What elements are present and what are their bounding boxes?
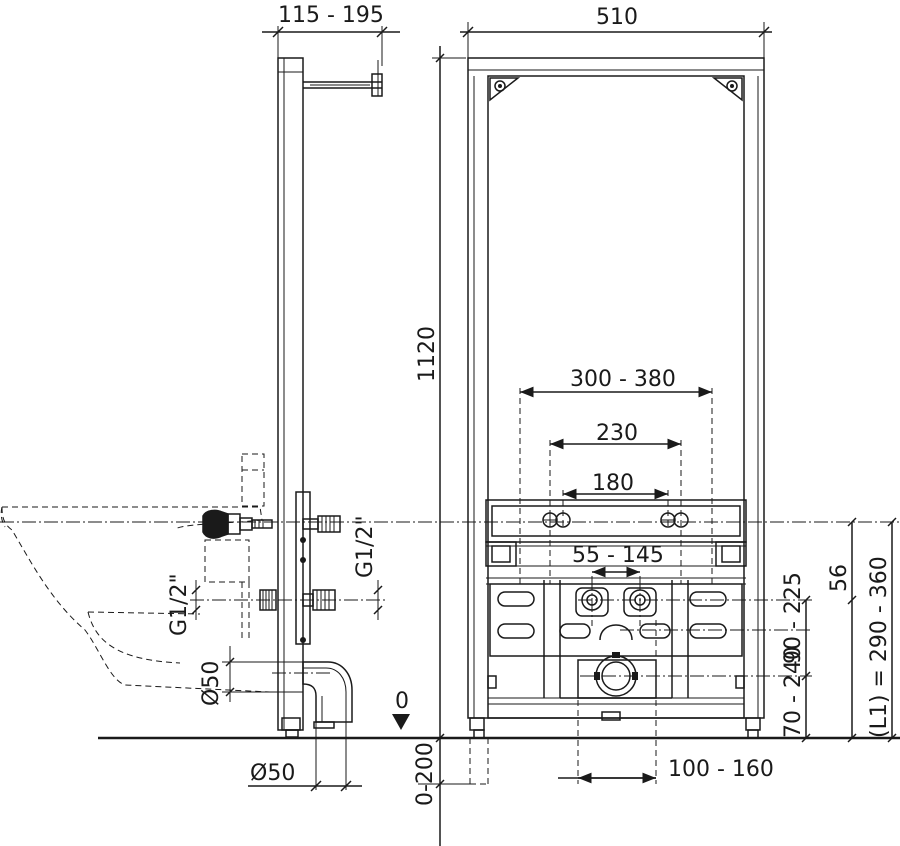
spacing-mid-label: 230 (596, 421, 638, 446)
water-spacing-label: 55 - 145 (572, 543, 664, 568)
right-dimensions: 90 - 225 70 - 240 56 (L1) = 290 - 360 (781, 517, 897, 743)
drain-center-label: 70 - 240 (781, 646, 806, 738)
height-label: 1120 (415, 326, 440, 382)
water-thread-label-upper: G1/2" (353, 515, 378, 578)
l1-label: (L1) = 290 - 360 (867, 556, 892, 738)
floor-zero-label: 0 (395, 689, 409, 714)
offset-56-label: 56 (827, 564, 852, 592)
height-dimension: 1120 0 0-200 (392, 46, 470, 846)
front-view: 510 (460, 5, 812, 785)
water-thread-label-lower: G1/2" (167, 573, 192, 636)
floor-adjust-label: 0-200 (413, 742, 438, 806)
spacing-inner-label: 180 (592, 471, 634, 496)
drain-offset-label: 100 - 160 (668, 757, 774, 782)
side-depth-label: 115 - 195 (278, 3, 384, 28)
drain-diameter-side-label: Ø50 (199, 661, 224, 706)
drain-diameter-bottom-label: Ø50 (250, 761, 295, 786)
drain-height-range-label: 90 - 225 (781, 572, 806, 664)
spacing-outer-label: 300 - 380 (570, 367, 676, 392)
side-view: 115 - 195 G1/2" (0, 3, 900, 792)
width-label: 510 (596, 5, 638, 30)
